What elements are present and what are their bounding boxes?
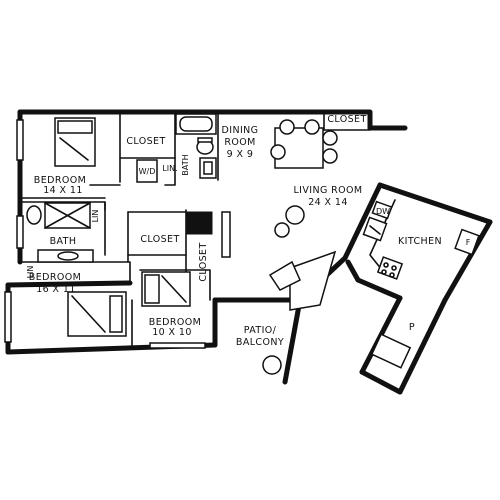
washer-dryer-label: W/D bbox=[139, 167, 156, 176]
room-label-bedroom-2: BEDROOM bbox=[29, 272, 81, 283]
closet-label-living: CLOSET bbox=[327, 114, 366, 125]
room-size-bedroom-1: 14 X 11 bbox=[43, 185, 83, 196]
linen-label-laundry: LIN. bbox=[162, 164, 177, 173]
windows bbox=[4, 119, 206, 349]
room-label-bedroom-1: BEDROOM bbox=[34, 175, 86, 186]
room-size-dining: 9 X 9 bbox=[227, 149, 254, 160]
bathtub-icon bbox=[175, 113, 217, 135]
patio-grill-icon bbox=[370, 333, 412, 369]
refrigerator-label: F bbox=[466, 238, 471, 247]
room-size-bedroom-2: 16 X 11 bbox=[36, 284, 76, 295]
dining-table-icon bbox=[270, 119, 338, 169]
pantry-label: P bbox=[409, 322, 415, 333]
refrigerator-icon bbox=[454, 228, 480, 256]
stove-icon bbox=[376, 256, 404, 280]
sink-icon bbox=[199, 157, 217, 179]
room-label-bath-2: BATH bbox=[181, 154, 190, 175]
room-label-dining-line2: ROOM bbox=[224, 137, 255, 148]
coffee-table-icon bbox=[274, 205, 305, 238]
linen-label-bath: LIN bbox=[91, 210, 100, 223]
dishwasher-label: DW bbox=[376, 207, 390, 216]
room-size-living: 24 X 14 bbox=[308, 197, 348, 208]
interior-walls bbox=[19, 111, 371, 346]
dishwasher-icon bbox=[371, 200, 393, 220]
closet-label-bedroom-3: CLOSET bbox=[198, 242, 209, 281]
bed-icon bbox=[141, 271, 191, 307]
closet-storage bbox=[185, 211, 213, 235]
room-label-bedroom-3: BEDROOM bbox=[149, 317, 201, 328]
closet-label-hall: CLOSET bbox=[140, 234, 179, 245]
room-size-bedroom-3: 10 X 10 bbox=[152, 327, 192, 338]
linen-label-bedroom-2: LIN bbox=[26, 266, 35, 279]
bed-icon bbox=[54, 117, 96, 167]
washer-dryer-icon bbox=[136, 159, 158, 183]
kitchen-sink-icon bbox=[362, 216, 388, 242]
room-label-patio-line2: BALCONY bbox=[236, 337, 284, 348]
room-label-kitchen: KITCHEN bbox=[398, 236, 442, 247]
sofa-icon bbox=[268, 250, 337, 311]
room-label-living: LIVING ROOM bbox=[293, 185, 362, 196]
patio-chair-icon bbox=[262, 355, 282, 375]
shelf bbox=[221, 211, 231, 258]
vanity-icon bbox=[37, 249, 94, 263]
room-label-dining-line1: DINING bbox=[222, 125, 259, 136]
room-label-bath-1: BATH bbox=[50, 236, 77, 247]
shower-icon bbox=[44, 202, 91, 229]
bed-icon bbox=[67, 291, 127, 337]
toilet-icon bbox=[196, 137, 214, 155]
toilet-icon bbox=[26, 205, 42, 225]
closet-label-bedroom-1: CLOSET bbox=[126, 136, 165, 147]
room-label-patio-line1: PATIO/ bbox=[244, 325, 277, 336]
